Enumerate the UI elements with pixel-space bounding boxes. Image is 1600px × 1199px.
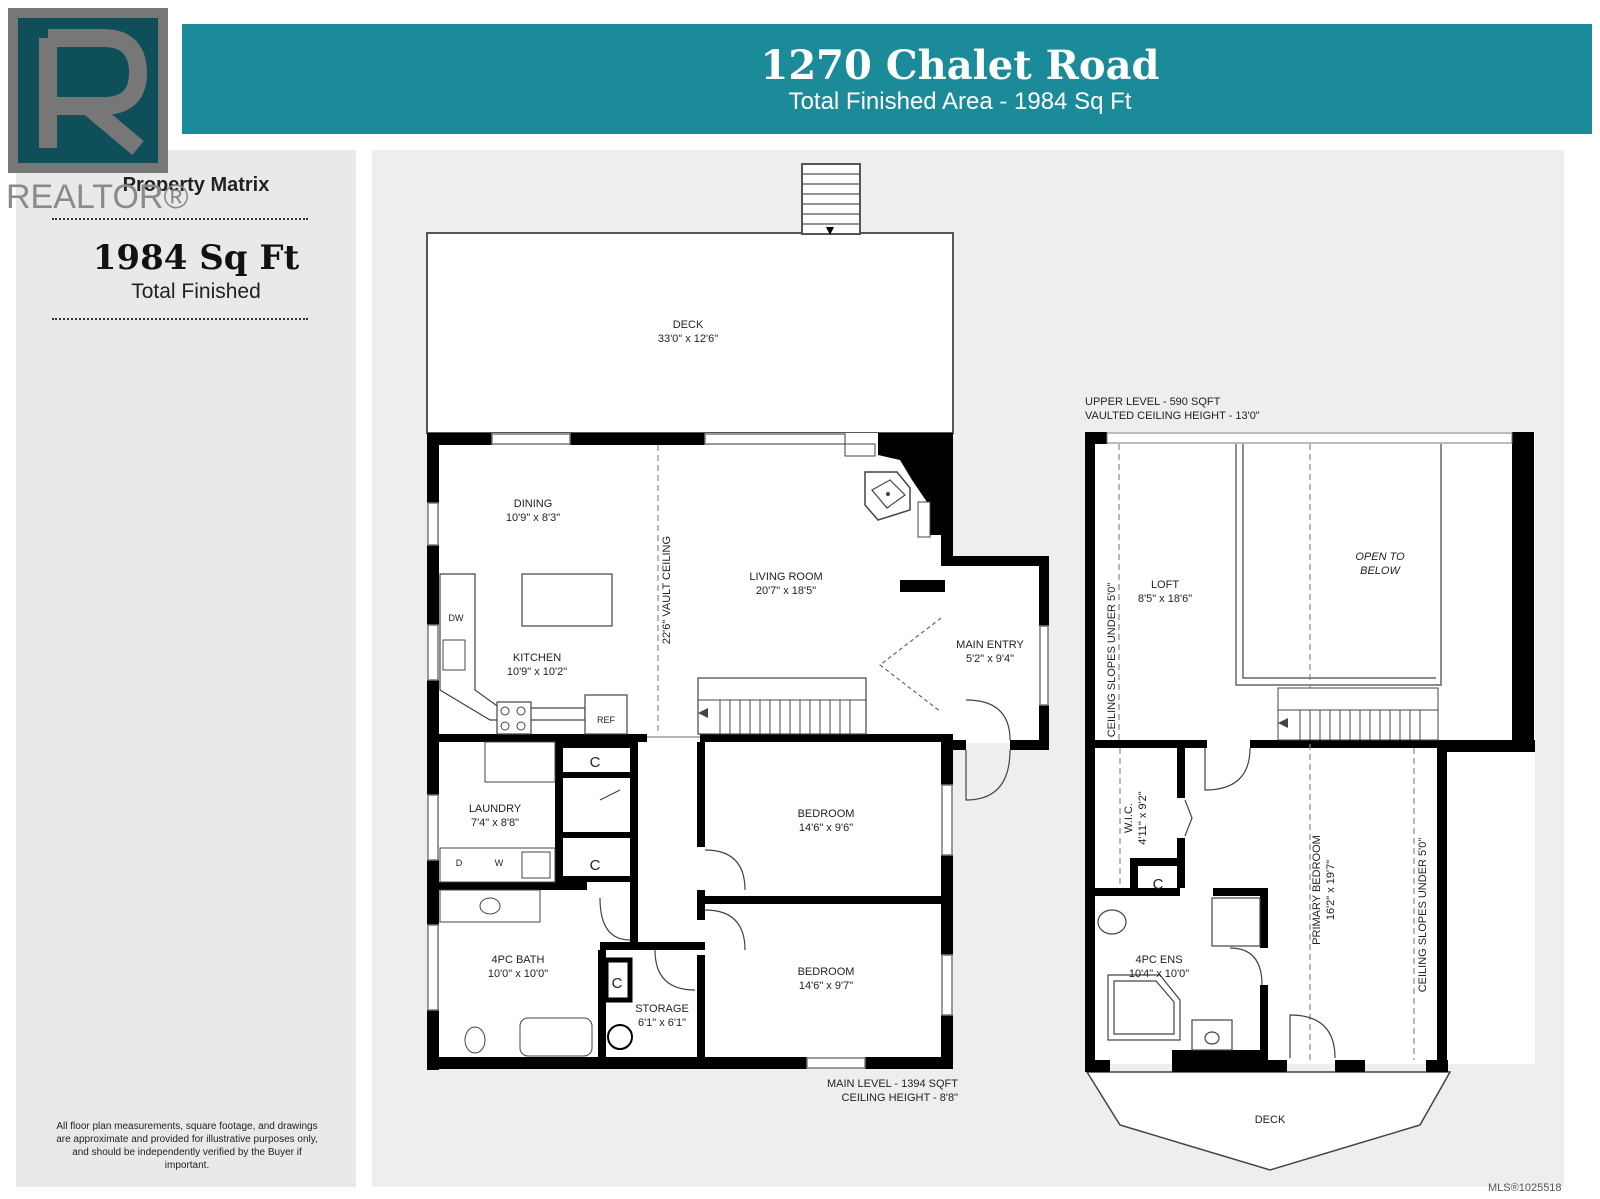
room-dining-dims: 10'9" x 8'3" [506, 512, 560, 524]
dryer-label: D [456, 858, 463, 868]
room-entry-dims: 5'2" x 9'4" [966, 653, 1014, 665]
mls-number: MLS®1025518 [1488, 1182, 1562, 1194]
ref-label: REF [597, 715, 616, 725]
room-ensuite-dims: 10'4" x 10'0" [1129, 968, 1189, 980]
upper-level-label: UPPER LEVEL - 590 SQFT [1085, 396, 1221, 408]
room-bedroom-1: BEDROOM [798, 808, 855, 820]
total-sqft-label: Total Finished [131, 280, 261, 303]
closet-label: C [590, 857, 601, 874]
closet-label: C [1153, 876, 1164, 893]
room-loft-dims: 8'5" x 18'6" [1138, 593, 1192, 605]
title-banner [182, 24, 1592, 134]
room-kitchen-dims: 10'9" x 10'2" [507, 666, 567, 678]
room-bath: 4PC BATH [492, 954, 545, 966]
room-primary: PRIMARY BEDROOM [1311, 835, 1323, 945]
room-kitchen: KITCHEN [513, 652, 561, 664]
room-living: LIVING ROOM [749, 571, 822, 583]
room-laundry: LAUNDRY [469, 803, 522, 815]
realtor-logo [8, 8, 168, 173]
main-level [426, 163, 1049, 1070]
room-bedroom-2: BEDROOM [798, 966, 855, 978]
closet-label: C [612, 975, 623, 992]
room-primary-dims: 16'2" x 19'7" [1325, 860, 1337, 920]
main-level-labels: DECK 33'0" x 12'6" DINING 10'9" x 8'3" K… [449, 319, 1025, 1104]
dw-label: DW [449, 613, 464, 623]
room-bedroom-1-dims: 14'6" x 9'6" [799, 822, 853, 834]
slope-label: CEILING SLOPES UNDER 5'0" [1417, 838, 1429, 993]
open-to-below: OPEN TO [1355, 551, 1405, 563]
room-wic: W.I.C. [1123, 803, 1135, 833]
room-dining: DINING [514, 498, 553, 510]
upper-level-labels: UPPER LEVEL - 590 SQFT VAULTED CEILING H… [1085, 396, 1429, 1126]
page-title: 1270 Chalet Road [760, 42, 1160, 89]
room-laundry-dims: 7'4" x 8'8" [471, 817, 519, 829]
room-ensuite: 4PC ENS [1135, 954, 1182, 966]
room-storage-dims: 6'1" x 6'1" [638, 1017, 686, 1029]
open-to-below-2: BELOW [1360, 565, 1401, 577]
room-living-dims: 20'7" x 18'5" [756, 585, 816, 597]
total-sqft: 1984 Sq Ft [92, 238, 300, 278]
room-deck: DECK [673, 319, 704, 331]
vault-label: 22'6" VAULT CEILING [661, 536, 673, 644]
realtor-logo-text: REALTOR® [6, 178, 189, 216]
washer-label: W [495, 858, 504, 868]
room-deck-dims: 33'0" x 12'6" [658, 333, 718, 345]
room-loft: LOFT [1151, 579, 1179, 591]
room-bedroom-2-dims: 14'6" x 9'7" [799, 980, 853, 992]
divider [52, 318, 308, 320]
upper-level-ceiling: VAULTED CEILING HEIGHT - 13'0" [1085, 410, 1260, 422]
main-level-label: MAIN LEVEL - 1394 SQFT [827, 1078, 958, 1090]
page-subtitle: Total Finished Area - 1984 Sq Ft [788, 88, 1132, 115]
upper-level [1085, 432, 1535, 1171]
brand-name: Property Matrix [122, 174, 270, 196]
room-bath-dims: 10'0" x 10'0" [488, 968, 548, 980]
main-level-ceiling: CEILING HEIGHT - 8'8" [842, 1092, 959, 1104]
slope-label: CEILING SLOPES UNDER 5'0" [1106, 583, 1118, 738]
room-upper-deck: DECK [1255, 1114, 1286, 1126]
divider [52, 218, 308, 220]
room-entry: MAIN ENTRY [956, 639, 1024, 651]
disclaimer: All floor plan measurements, square foot… [56, 1121, 318, 1171]
room-wic-dims: 4'11" x 9'2" [1137, 791, 1149, 844]
sidebar: Property Matrix 1984 Sq Ft Total Finishe… [16, 150, 356, 1187]
closet-label: C [590, 754, 601, 771]
room-storage: STORAGE [635, 1003, 689, 1015]
